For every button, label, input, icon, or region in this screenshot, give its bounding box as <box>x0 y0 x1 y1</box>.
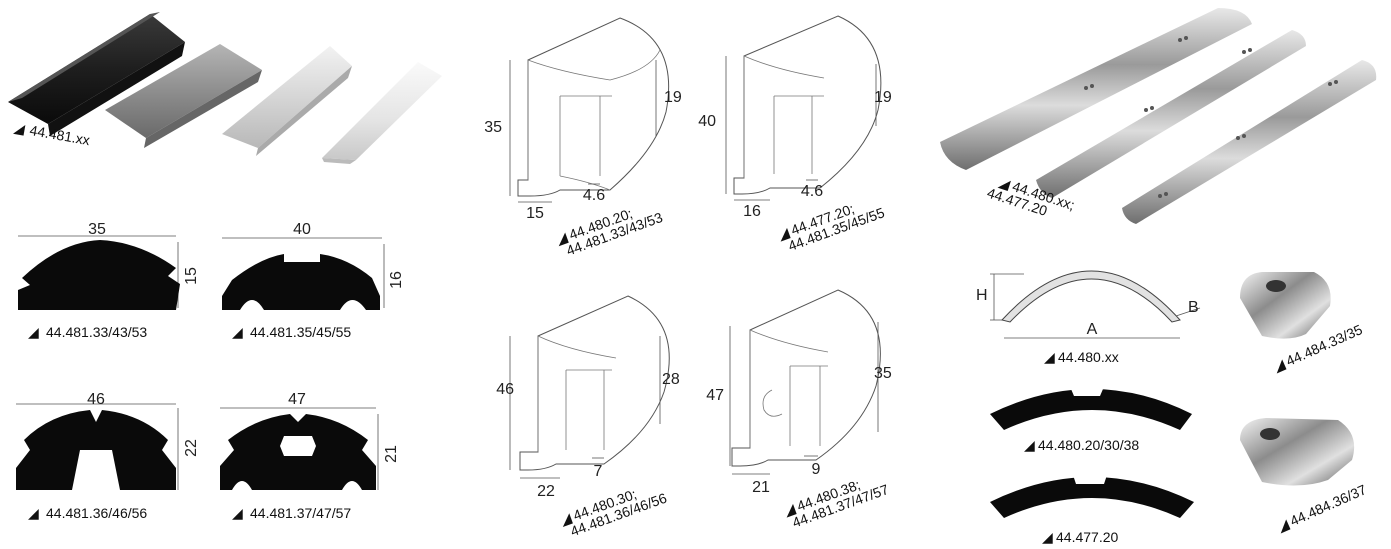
drawing-2-lip: 19 <box>874 89 892 106</box>
marker-triangle: ◢ <box>28 505 39 521</box>
profile-1-height: 15 <box>183 267 200 285</box>
profile-4-shape <box>220 414 376 490</box>
marker-triangle: ◢ <box>1044 349 1055 365</box>
arc2-label: 44.480.20/30/38 <box>1038 437 1139 453</box>
arc-profile-3: ◢ 44.477.20 <box>990 472 1194 545</box>
marker-triangle: ◢ <box>1024 437 1035 453</box>
drawing-4-height: 47 <box>706 387 724 404</box>
light-grey-profile-image <box>222 46 352 156</box>
marker-triangle: ◢ <box>13 119 27 137</box>
profile-4-label: 44.481.37/47/57 <box>250 505 351 521</box>
profile-1-shape <box>18 240 180 310</box>
drawing-3-height: 46 <box>496 381 514 398</box>
end-cap-2-image: ◢ 44.484.36/37 <box>1240 418 1369 535</box>
drawing-2-gap: 4.6 <box>801 183 823 200</box>
profile-4-height: 21 <box>383 445 400 463</box>
drawing-4-lip: 35 <box>874 365 892 382</box>
profile-3-label: 44.481.36/46/56 <box>46 505 147 521</box>
end-cap-1-image: ◢ 44.484.33/35 <box>1240 272 1365 375</box>
drawing-2-height: 40 <box>698 113 716 130</box>
drawing-3-lip: 28 <box>662 371 680 388</box>
profile-1-label: 44.481.33/43/53 <box>46 324 147 340</box>
marker-triangle: ◢ <box>232 324 243 340</box>
marker-triangle: ◢ <box>997 174 1012 193</box>
drawing-2-width: 16 <box>743 203 761 220</box>
profile-4: 47 21 ◢ 44.481.37/47/57 <box>220 391 400 521</box>
drawing-2: 40 19 16 4.6 ◢ 44.477.20; 44.481.35/45/5… <box>698 15 892 254</box>
drawing-3-gap: 7 <box>594 463 603 480</box>
arc-section-drawing: H A B ◢ 44.480.xx <box>976 270 1201 365</box>
steel-strips-image: ◢ 44.480.xx; 44.477.20 <box>940 8 1377 224</box>
profile-2-label: 44.481.35/45/55 <box>250 324 351 340</box>
marker-triangle: ◢ <box>28 324 39 340</box>
drawing-4-gap: 9 <box>812 461 821 478</box>
profile-2-width: 40 <box>293 221 311 238</box>
marker-triangle: ◢ <box>232 505 243 521</box>
black-profile-image <box>8 12 185 136</box>
profile-1-width: 35 <box>88 221 106 238</box>
drawing-3-width: 22 <box>537 483 555 500</box>
drawing-1-width: 15 <box>526 205 544 222</box>
profile-4-width: 47 <box>288 391 306 408</box>
arc-b-label: B <box>1188 299 1199 316</box>
drawing-1-lip: 19 <box>664 89 682 106</box>
arc-profile-2: ◢ 44.480.20/30/38 <box>990 382 1192 453</box>
drawing-4: 47 35 21 9 ◢ 44.480.38; 44.481.37/47/57 <box>706 289 892 531</box>
profile-3-width: 46 <box>87 391 105 408</box>
drawing-4-width: 21 <box>752 479 770 496</box>
product-photos: ◢ 44.481.xx <box>8 12 442 164</box>
drawing-3: 46 28 22 7 ◢ 44.480.30; 44.481.36/46/56 <box>496 295 680 539</box>
arc3-label: 44.477.20 <box>1056 529 1118 545</box>
profile-2-height: 16 <box>388 271 405 289</box>
profile-3-shape <box>16 410 176 490</box>
arc-label: 44.480.xx <box>1058 349 1119 365</box>
white-profile-image <box>322 62 442 164</box>
arc-h-label: H <box>976 287 988 304</box>
drawing-1-gap: 4.6 <box>583 187 605 204</box>
marker-triangle: ◢ <box>1042 529 1053 545</box>
drawing-1-height: 35 <box>484 119 502 136</box>
arc-a-label: A <box>1087 321 1098 338</box>
profile-3-height: 22 <box>183 439 200 457</box>
drawing-1: 35 19 15 4.6 ◢ 44.480.20; 44.481.33/43/5… <box>484 17 682 259</box>
profile-2: 40 16 ◢ 44.481.35/45/55 <box>222 221 405 340</box>
profile-1: 35 15 ◢ 44.481.33/43/53 <box>18 221 200 340</box>
end2-label: 44.484.36/37 <box>1288 481 1369 529</box>
grey-profile-image <box>105 44 262 148</box>
profile-2-shape <box>222 254 380 310</box>
profile-3: 46 22 ◢ 44.481.36/46/56 <box>16 391 200 521</box>
